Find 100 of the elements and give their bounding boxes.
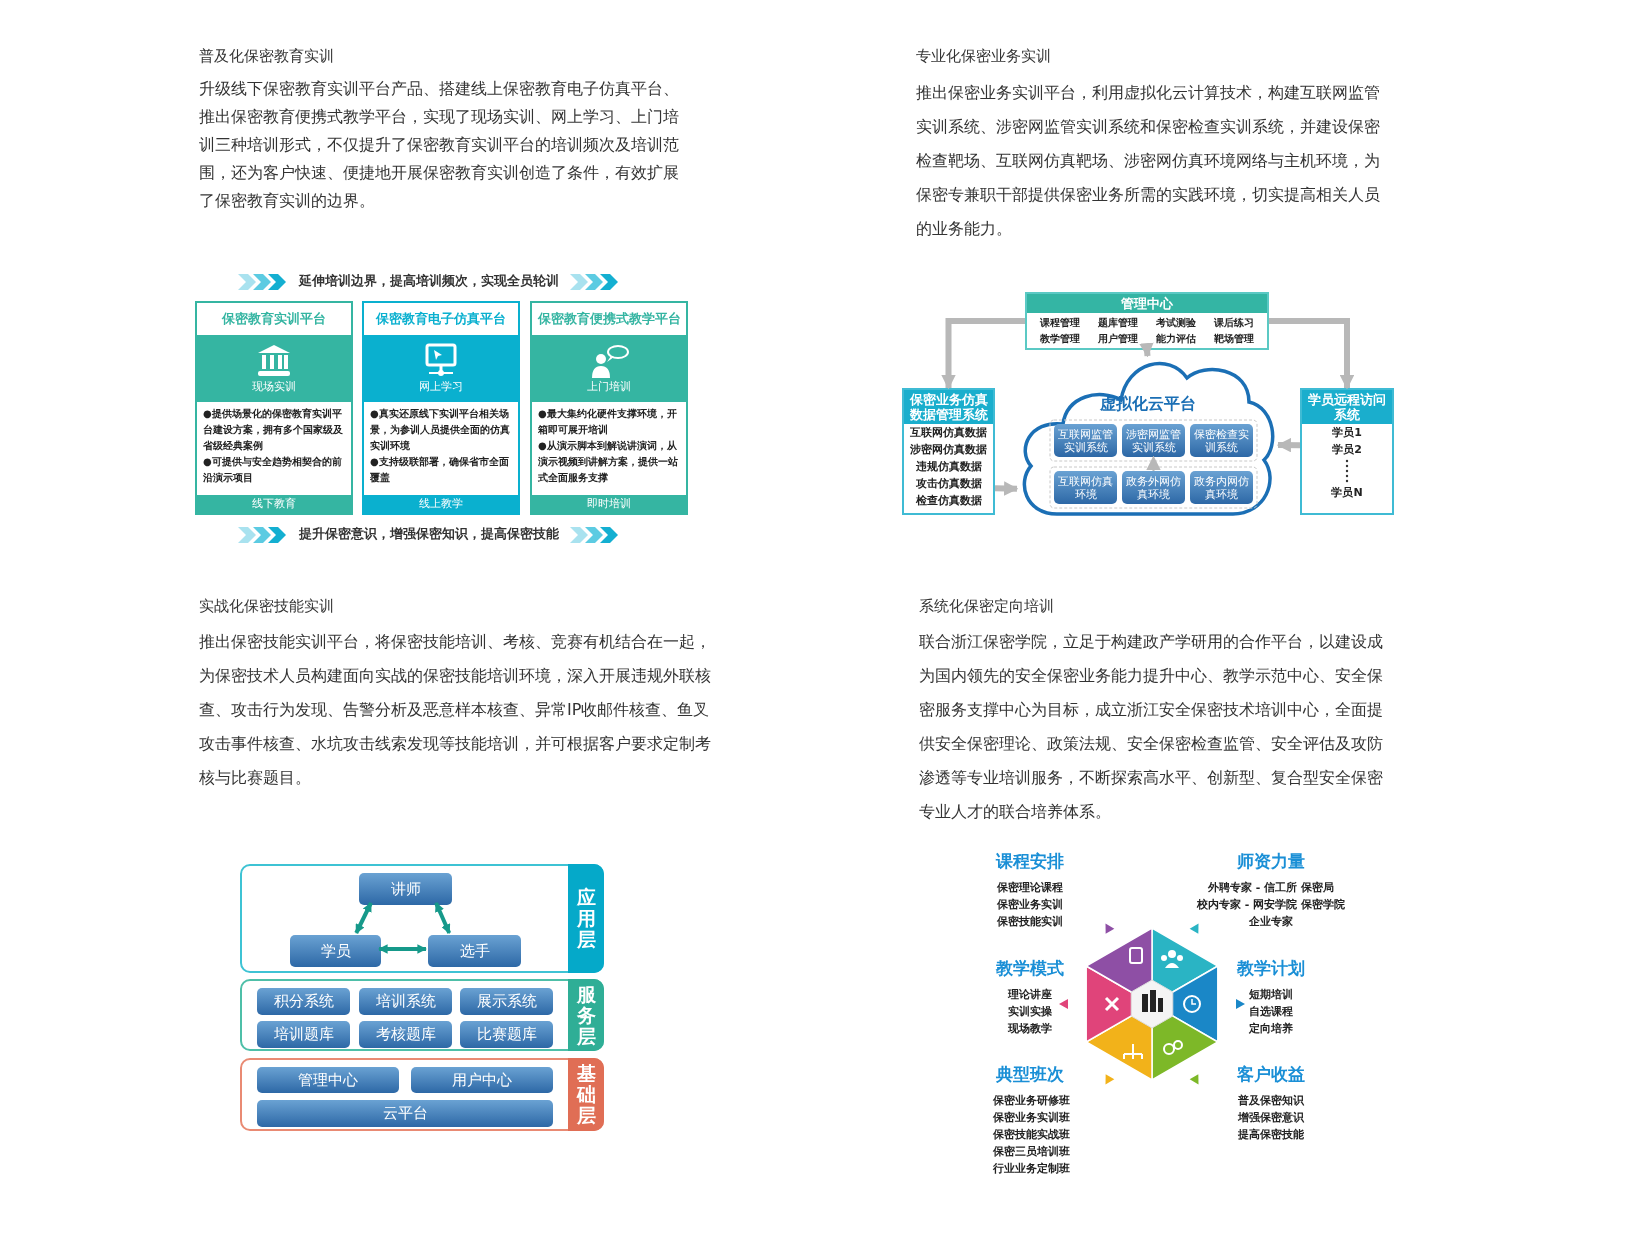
module-box: 选手 — [428, 935, 521, 967]
list-item: 现场教学 — [1008, 1022, 1052, 1036]
grid-item: 教学管理 — [1039, 332, 1081, 346]
list-item: 保密技能实训 — [997, 915, 1063, 929]
band-label: 现场实训 — [252, 379, 296, 394]
bullet-text: ●可提供与安全趋势相契合的前沿演示项目 — [203, 455, 343, 485]
section-heading: 普及化保密教育实训 — [199, 47, 335, 66]
list-item: 定向培养 — [1249, 1022, 1293, 1036]
category-heading: 典型班次 — [996, 1063, 1064, 1086]
list-item: 行业业务定制班 — [992, 1162, 1070, 1176]
module-box: 用户中心 — [411, 1067, 553, 1093]
card-title: 保密教育便携式教学平台 — [536, 310, 682, 328]
list-item: 实训实操 — [1008, 1005, 1052, 1019]
list-item: 违规仿真数据 — [915, 459, 982, 475]
category-heading: 教学计划 — [1237, 957, 1305, 980]
system-box: 涉密网监管实训系统 — [1122, 424, 1185, 457]
arrow — [1146, 455, 1161, 472]
panel-box — [1300, 388, 1394, 515]
module-box: 讲师 — [359, 873, 452, 905]
bullet-text: ●真实还原线下实训平台相关场景，为参训人员提供全面的仿真实训环境 — [370, 407, 511, 453]
arrow — [941, 318, 1025, 390]
band-label: 上门培训 — [587, 379, 631, 394]
section-heading: 系统化保密定向培训 — [919, 597, 1055, 616]
grid-item: 题库管理 — [1097, 316, 1139, 330]
module-box: 管理中心 — [257, 1067, 399, 1093]
platform-card — [195, 301, 353, 515]
section-heading: 专业化保密业务实训 — [916, 47, 1052, 66]
paragraph: 联合浙江保密学院，立足于构建政产学研用的合作平台，以建设成为国内领先的安全保密业务能力提升中心、教学示范中心、安全保密服务支撑中心为目标，成立浙江安全保密技术培训中心，全面提供安全保密理论、政策法规、安全保密检查监管、安全评估及攻防渗透等专业培训服务，不断探索高水平、创新型、复合型安全保密专业人才的联合培养体系。 — [919, 631, 1384, 823]
platform-card — [362, 301, 520, 515]
panel-header: 学员远程访问系统 — [1302, 390, 1392, 424]
arrow — [354, 902, 373, 934]
card-title: 保密教育实训平台 — [220, 310, 327, 328]
card-title: 保密教育电子仿真平台 — [374, 310, 507, 328]
module-box: 展示系统 — [460, 988, 553, 1015]
module-box: 比赛题库 — [460, 1021, 553, 1048]
list-item: 保密技能实战班 — [992, 1128, 1070, 1142]
list-item: 检查仿真数据 — [915, 493, 982, 509]
grid-item: 用户管理 — [1097, 332, 1139, 346]
list-item: 企业专家 — [1249, 915, 1293, 929]
panel-header: 保密业务仿真数据管理系统 — [904, 390, 993, 424]
module-box: 积分系统 — [257, 988, 350, 1015]
category-heading: 课程安排 — [996, 850, 1064, 873]
panel-box — [1025, 292, 1269, 350]
module-box: 培训题库 — [257, 1021, 350, 1048]
section-heading: 实战化保密技能实训 — [199, 597, 335, 616]
list-item: 互联网仿真数据 — [910, 425, 987, 441]
list-item: 保密理论课程 — [997, 881, 1063, 895]
list-item: 保密业务实训 — [997, 898, 1063, 912]
card-footer: 线上教学 — [364, 495, 518, 513]
arrow — [1139, 342, 1154, 358]
system-box: 互联网仿真环境 — [1054, 471, 1117, 504]
banner-text: 延伸培训边界，提高培训频次，实现全员轮训 — [299, 272, 560, 290]
module-box: 学员 — [290, 935, 381, 967]
list-item: 提高保密技能 — [1238, 1128, 1304, 1142]
category-heading: 师资力量 — [1237, 850, 1305, 873]
paragraph: 升级线下保密教育实训平台产品、搭建线上保密教育电子仿真平台、推出保密教育便携式教学平台，实现了现场实训、网上学习、上门培训三种培训形式，不仅提升了保密教育实训平台的培训频次及培训范围，还为客户快速、便捷地开展保密教育实训创造了条件，有效扩展了保密教育实训的边界。 — [199, 78, 680, 212]
list-item: 短期培训 — [1249, 988, 1293, 1002]
bullet-text: ●从演示脚本到解说讲演词，从演示视频到讲解方案，提供一站式全面服务支撑 — [538, 439, 679, 485]
list-item: 自选课程 — [1249, 1005, 1293, 1019]
system-box: 政务内网仿真环境 — [1190, 471, 1253, 504]
category-heading: 教学模式 — [996, 957, 1064, 980]
bullet-text: ●提供场景化的保密教育实训平台建设方案，拥有多个国家级及省级经典案例 — [203, 407, 344, 453]
card-footer: 即时培训 — [532, 495, 686, 513]
arrow — [994, 481, 1019, 496]
list-item: 攻击仿真数据 — [915, 476, 982, 492]
arrow — [434, 902, 452, 934]
grid-item: 能力评估 — [1155, 332, 1197, 346]
card-footer: 线下教育 — [197, 495, 351, 513]
bullet-text: ●最大集约化硬件支撑环境，开箱即可展开培训 — [538, 407, 678, 437]
grid-item: 课后练习 — [1213, 316, 1255, 330]
system-box: 政务外网仿真环境 — [1122, 471, 1185, 504]
banner-text: 提升保密意识，增强保密知识，提高保密技能 — [299, 525, 560, 543]
list-item: 学员1 — [1332, 425, 1362, 441]
list-item: 学员2 — [1332, 442, 1362, 458]
grid-item: 靶场管理 — [1213, 332, 1255, 346]
list-item: 保密三员培训班 — [992, 1145, 1070, 1159]
system-box: 保密检查实训系统 — [1190, 424, 1253, 457]
paragraph: 推出保密业务实训平台，利用虚拟化云计算技术，构建互联网监管实训系统、涉密网监管实训系统和保密检查实训系统，并建设保密检查靶场、互联网仿真靶场、涉密网仿真环境网络与主机环境，为保密专兼职干部提供保密业务所需的实践环境，切实提高相关人员的业务能力。 — [916, 82, 1381, 240]
panel-header: 管理中心 — [1027, 294, 1267, 313]
layer-band — [240, 1058, 604, 1131]
list-item: 保密业务研修班 — [992, 1094, 1070, 1108]
bullet-text: ●支持级联部署，确保省市全面覆盖 — [370, 455, 510, 485]
layer-band — [240, 864, 604, 973]
list-item: 校内专家 - 网安学院 保密学院 — [1196, 898, 1346, 912]
layer-label: 应用层 — [576, 887, 596, 950]
category-heading: 客户收益 — [1237, 1063, 1305, 1086]
module-box: 云平台 — [257, 1100, 553, 1127]
layer-label: 基础层 — [576, 1063, 596, 1126]
list-item: 外聘专家 - 信工所 保密局 — [1207, 881, 1335, 895]
arrow — [1276, 437, 1300, 453]
layer-band — [240, 979, 604, 1051]
list-item: 涉密网仿真数据 — [910, 442, 987, 458]
list-item: 普及保密知识 — [1238, 1094, 1304, 1108]
paragraph: 推出保密技能实训平台，将保密技能培训、考核、竞赛有机结合在一起，为保密技术人员构建面向实战的保密技能培训环境，深入开展违规外联核查、攻击行为发现、告警分析及恶意样本核查、异常IP收邮件核查、鱼叉攻击事件核查、水坑攻击线索发现等技能培训，并可根据客户要求定制考核与比赛题目。 — [199, 631, 712, 789]
arrow — [1269, 318, 1355, 390]
layer-label: 服务层 — [576, 983, 596, 1047]
list-item: 理论讲座 — [1008, 988, 1052, 1002]
module-box: 考核题库 — [359, 1021, 452, 1048]
panel-box — [902, 388, 995, 515]
system-box: 互联网监管实训系统 — [1054, 424, 1117, 457]
